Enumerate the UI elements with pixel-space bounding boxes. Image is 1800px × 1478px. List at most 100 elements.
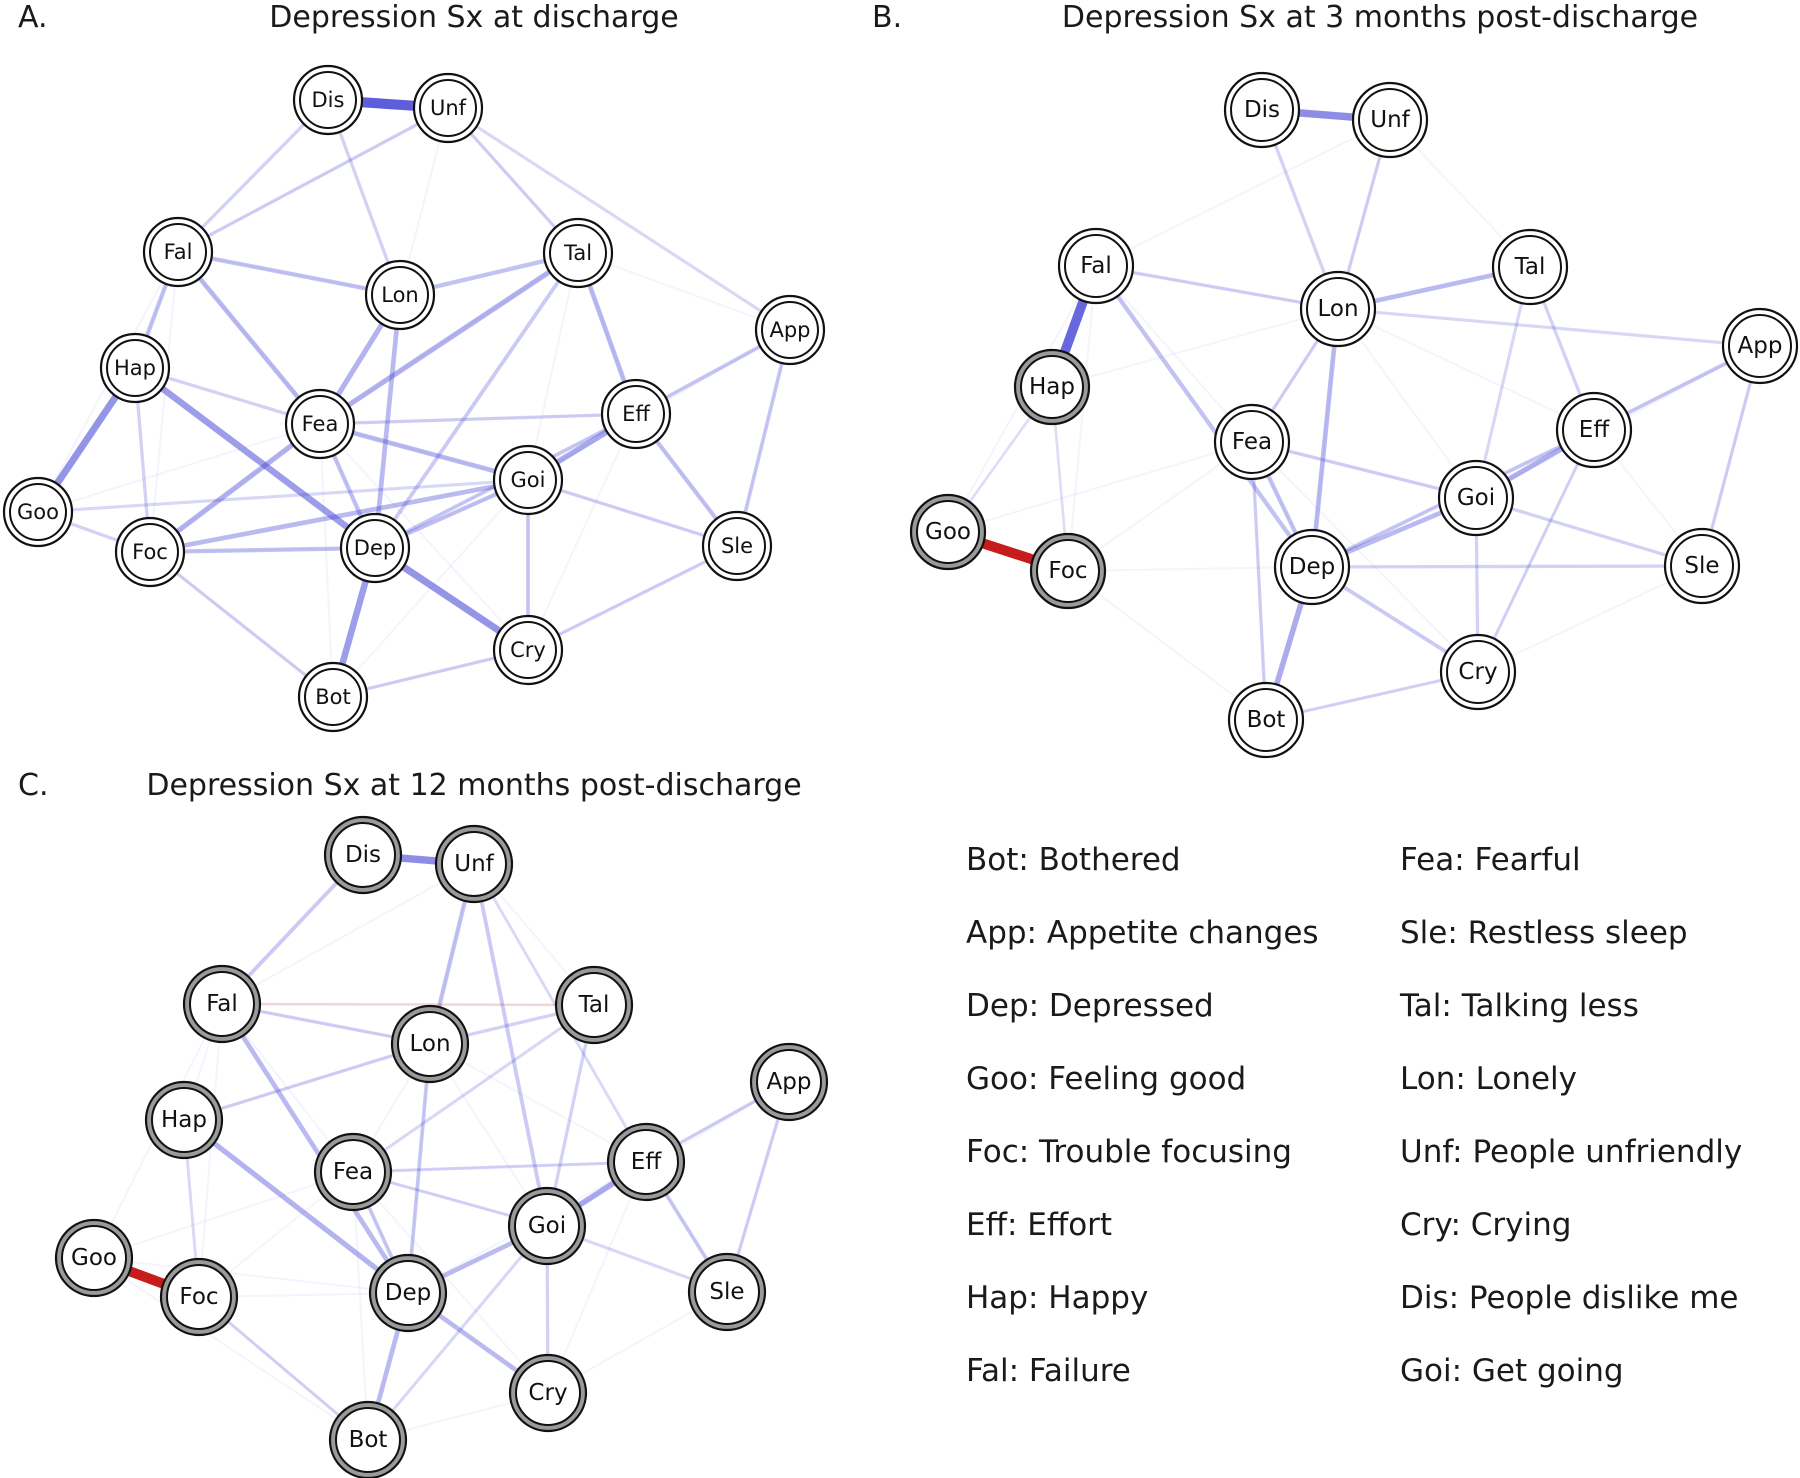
edge-faint-fea-cry: [352, 1171, 549, 1394]
node-core: [106, 339, 164, 397]
edge-faint-unf-fal: [221, 863, 475, 1005]
node-label: Foc: [132, 540, 168, 564]
node-bot: Bot: [328, 1400, 408, 1478]
node-goo: Goo: [909, 493, 987, 571]
node-lon: Lon: [1299, 270, 1377, 348]
node-core: [166, 1264, 232, 1330]
edge-fea-goi: [1251, 440, 1477, 500]
node-label: Tal: [578, 992, 610, 1018]
node-core: [330, 822, 396, 888]
edge-dis-fal: [176, 98, 330, 254]
node-label: Lon: [381, 283, 419, 307]
legend-item-goo: Goo: Feeling good: [966, 1061, 1247, 1097]
node-core: [335, 1407, 401, 1473]
node-label: Bot: [315, 685, 351, 709]
edge-dep-sle: [1311, 564, 1703, 569]
legend-item-unf: Unf: People unfriendly: [1400, 1134, 1743, 1170]
edge-tal-fea: [318, 250, 580, 427]
node-core: [151, 1087, 217, 1153]
node-label: Sle: [709, 1279, 744, 1305]
node-core: [419, 79, 477, 137]
node-label: Dis: [345, 842, 381, 868]
edge-faint-tal-fea: [319, 252, 579, 425]
edge-faint-fea-goi: [319, 423, 529, 481]
edge-faint-lon-goi: [1337, 308, 1477, 499]
node-dep: Dep: [339, 512, 411, 584]
node-label: Dep: [354, 536, 396, 560]
node-eff: Eff: [1555, 391, 1633, 469]
edge-faint-fal-lon: [1095, 265, 1339, 310]
edge-fal-lon: [177, 249, 401, 298]
edge-faint-eff-cry: [547, 1161, 647, 1394]
node-label: Cry: [510, 638, 546, 662]
edge-faint-eff-cry: [527, 413, 637, 651]
node-core: [708, 517, 766, 575]
node-label: Goo: [925, 519, 971, 545]
edge-lon-dep: [1309, 308, 1341, 568]
node-label: App: [1738, 333, 1783, 359]
legend-item-dis: Dis: People dislike me: [1400, 1280, 1739, 1316]
node-label: Hap: [114, 356, 156, 380]
node-core: [499, 451, 557, 509]
node-label: Bot: [1247, 707, 1286, 733]
edge-faint-lon-dep: [1311, 308, 1339, 568]
node-label: Fea: [333, 1159, 373, 1185]
edge-faint-lon-dep: [407, 1043, 431, 1294]
edge-hap-dep: [133, 365, 377, 551]
edge-faint-goi-sle: [527, 479, 738, 547]
edge-faint-lon-hap: [183, 1043, 431, 1121]
node-core: [1670, 534, 1734, 598]
edge-hap-dep: [182, 1117, 410, 1296]
node-label: Lon: [1317, 296, 1358, 322]
legend-item-hap: Hap: Happy: [966, 1280, 1149, 1316]
panel-b-title: Depression Sx at 3 months post-discharge: [1061, 0, 1699, 35]
edge-sle-cry: [527, 544, 738, 652]
node-core: [561, 972, 627, 1038]
node-unf: Unf: [412, 72, 484, 144]
node-core: [397, 1011, 463, 1077]
edge-fal-dep: [1094, 264, 1314, 569]
node-core: [1498, 235, 1562, 299]
legend-item-tal: Tal: Talking less: [1400, 988, 1639, 1024]
node-core: [1036, 539, 1100, 603]
node-label: Fea: [1232, 429, 1272, 455]
node-core: [1064, 234, 1128, 298]
legend-item-eff: Eff: Effort: [966, 1207, 1113, 1243]
edge-goo-goi: [37, 478, 529, 514]
edge-bot-foc: [148, 550, 335, 699]
node-label: Bot: [349, 1427, 388, 1453]
node-label: Dis: [1244, 97, 1280, 123]
node-dep: Dep: [368, 1253, 448, 1333]
edge-hap-lon: [183, 1042, 431, 1122]
node-core: [1444, 466, 1508, 530]
node-dep: Dep: [1273, 528, 1351, 606]
node-bot: Bot: [1227, 681, 1305, 759]
node-unf: Unf: [1351, 81, 1429, 159]
node-unf: Unf: [434, 824, 514, 904]
node-core: [149, 223, 207, 281]
node-core: [1234, 688, 1298, 752]
node-label: Eff: [631, 1149, 663, 1175]
edge-lon-app: [1337, 307, 1761, 348]
edge-faint-lon-eff: [429, 1043, 647, 1163]
node-label: Dep: [1289, 554, 1335, 580]
node-fal: Fal: [182, 964, 262, 1044]
edge-faint-fea-eff: [352, 1161, 647, 1173]
edge-fea-goi: [319, 421, 529, 483]
node-dis: Dis: [292, 64, 364, 136]
node-core: [499, 621, 557, 679]
node-core: [916, 500, 980, 564]
edge-goi-sle: [527, 478, 738, 548]
node-hap: Hap: [144, 1080, 224, 1160]
edge-faint-fea-cry: [1251, 441, 1479, 673]
edge-fal-tal: [221, 1002, 595, 1007]
node-core: [1306, 277, 1370, 341]
node-core: [299, 71, 357, 129]
node-label: Lon: [409, 1031, 450, 1057]
node-core: [613, 1129, 679, 1195]
node-tal: Tal: [1491, 228, 1569, 306]
edge-foc-dep: [149, 545, 376, 555]
legend-item-fal: Fal: Failure: [966, 1353, 1131, 1389]
